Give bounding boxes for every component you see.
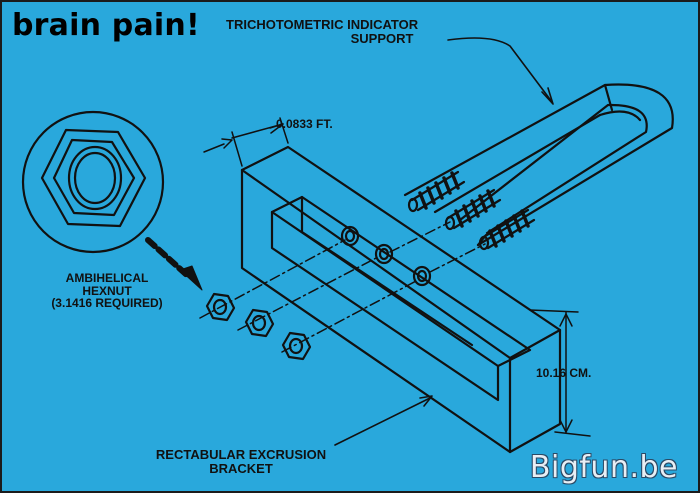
hexnut-label-line1: AMBIHELICAL: [65, 271, 149, 285]
hexnut-3: [281, 331, 312, 361]
hexnut-2: [244, 308, 275, 338]
thickness-label: 0.0833 FT.: [276, 117, 333, 131]
hexnut-label-line3: (3.1416 REQUIRED): [51, 296, 163, 311]
alignment-axes: [199, 221, 486, 353]
hexnut-label: AMBIHELICAL HEXNUT (3.1416 REQUIRED): [22, 272, 192, 310]
detail-pointer-head: [179, 265, 203, 291]
u-support: [403, 83, 674, 247]
bracket-label-line1: RECTABULAR EXCRUSION: [155, 447, 327, 462]
length-label: 10.16 CM.: [536, 366, 592, 380]
watermark-logo: Bigfun.be: [529, 450, 678, 485]
support-label-line2: SUPPORT: [350, 30, 414, 46]
hexnut-detail-circle: [21, 110, 165, 254]
length-dimension: [529, 309, 591, 437]
threaded-rod-1: [407, 170, 466, 213]
support-label-line1: TRICHOTOMETRIC INDICATOR: [226, 17, 419, 32]
support-label: TRICHOTOMETRIC INDICATOR SUPPORT: [226, 18, 418, 45]
thickness-dimension: [203, 117, 289, 167]
page-title: brain pain!: [12, 8, 200, 43]
bracket: [240, 145, 562, 454]
threaded-rod-3: [478, 208, 536, 251]
hexnut-1: [205, 292, 236, 322]
bracket-label: RECTABULAR EXCRUSION BRACKET: [126, 448, 356, 475]
hexnut-label-line2: HEXNUT: [82, 283, 132, 298]
leader-lines: [334, 37, 554, 446]
bracket-label-line2: BRACKET: [209, 460, 273, 476]
threaded-rod-2: [444, 188, 502, 231]
